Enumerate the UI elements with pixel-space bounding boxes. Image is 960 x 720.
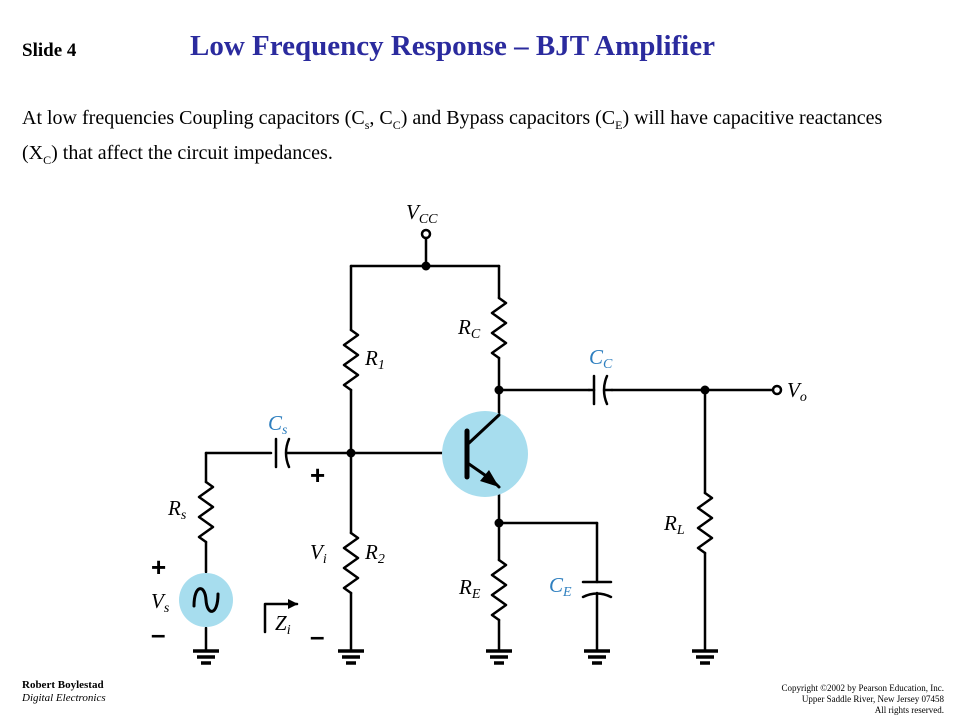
ce-label: CE — [549, 573, 572, 600]
junction-emitter — [494, 518, 504, 528]
intro-text: At low frequencies Coupling capacitors (… — [22, 107, 883, 167]
ac-wave-icon — [192, 587, 220, 613]
vi-plus-sign: + — [310, 460, 325, 490]
rs-resistor — [197, 480, 215, 544]
copyright-line-3: All rights reserved. — [874, 705, 944, 715]
zi-label: Zi — [275, 611, 291, 638]
rl-resistor — [696, 491, 714, 555]
emitter-arrow — [480, 470, 499, 487]
zi-arrow — [263, 602, 299, 634]
rc-resistor — [490, 296, 508, 360]
r1-resistor — [342, 328, 360, 392]
junction-collector — [494, 385, 504, 395]
copyright-line-1: Copyright ©2002 by Pearson Education, In… — [781, 683, 944, 693]
rc-label: RC — [457, 315, 481, 342]
copyright-line-2: Upper Saddle River, New Jersey 07458 — [801, 694, 944, 704]
vs-plus-sign: + — [151, 552, 166, 582]
rs-label: Rs — [167, 496, 187, 523]
cc-label: CC — [589, 345, 613, 372]
junction-output — [700, 385, 710, 395]
transistor-highlight — [442, 411, 528, 497]
footer-copyright: Copyright ©2002 by Pearson Education, In… — [781, 683, 944, 716]
footer-book: Digital Electronics — [22, 692, 106, 704]
vi-label: Vi — [310, 540, 327, 567]
r2-resistor — [342, 531, 360, 595]
footer-credits: Robert Boylestad Digital Electronics — [22, 679, 106, 705]
footer-author: Robert Boylestad — [22, 679, 104, 691]
vo-label: Vo — [787, 378, 807, 405]
vo-terminal — [771, 384, 783, 396]
ground-icon — [193, 649, 219, 665]
r1-label: R1 — [364, 346, 385, 373]
junction-top — [421, 261, 431, 271]
r2-label: R2 — [364, 540, 385, 567]
rl-label: RL — [663, 511, 685, 538]
cs-label: Cs — [268, 411, 288, 438]
ground-icon — [584, 649, 610, 665]
vs-label: Vs — [151, 589, 170, 616]
ground-icon — [692, 649, 718, 665]
ground-icon — [338, 649, 364, 665]
slide-title: Low Frequency Response – BJT Amplifier — [190, 30, 715, 62]
vs-minus-sign: – — [151, 619, 165, 649]
vcc-label: VCC — [406, 200, 438, 227]
re-label: RE — [458, 575, 481, 602]
ground-icon — [486, 649, 512, 665]
junction-base — [346, 448, 356, 458]
vi-minus-sign: – — [310, 621, 324, 651]
re-resistor — [490, 558, 508, 622]
slide-number: Slide 4 — [22, 40, 77, 61]
